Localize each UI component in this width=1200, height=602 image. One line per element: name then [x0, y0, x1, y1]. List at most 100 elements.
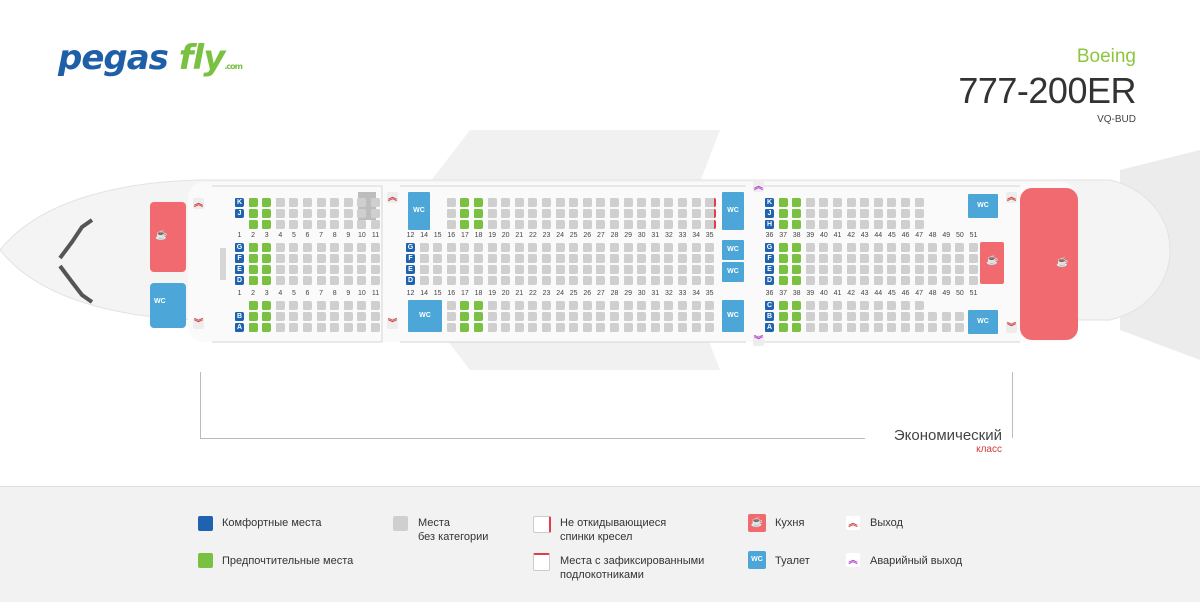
seat[interactable] [901, 323, 910, 332]
seat[interactable] [819, 276, 829, 285]
seat[interactable] [542, 220, 551, 229]
seat[interactable] [446, 323, 456, 332]
seat[interactable] [596, 276, 606, 285]
seat[interactable] [887, 220, 897, 229]
seat[interactable] [343, 301, 353, 310]
seat[interactable] [446, 243, 456, 252]
seat[interactable] [610, 265, 619, 274]
seat[interactable] [914, 243, 924, 252]
seat[interactable] [705, 209, 717, 218]
seat[interactable] [860, 276, 870, 285]
seat[interactable] [914, 301, 924, 310]
seat[interactable] [873, 243, 883, 252]
seat[interactable] [487, 209, 497, 218]
seat[interactable] [650, 301, 660, 310]
seat[interactable] [528, 265, 538, 274]
seat[interactable] [805, 265, 815, 274]
seat[interactable] [419, 243, 429, 252]
seat[interactable] [569, 243, 579, 252]
seat[interactable] [596, 198, 606, 207]
seat[interactable] [248, 198, 258, 207]
seat[interactable] [371, 243, 380, 252]
seat[interactable] [371, 312, 380, 321]
seat[interactable] [691, 265, 701, 274]
seat[interactable] [691, 323, 701, 332]
seat[interactable] [778, 323, 788, 332]
seat[interactable] [901, 301, 910, 310]
seat[interactable] [357, 209, 367, 218]
seat[interactable] [610, 312, 619, 321]
seat[interactable] [303, 276, 312, 285]
seat[interactable] [650, 254, 660, 263]
seat[interactable] [343, 243, 353, 252]
seat[interactable] [330, 265, 340, 274]
seat[interactable] [330, 254, 340, 263]
seat[interactable] [343, 209, 353, 218]
seat[interactable] [460, 243, 470, 252]
seat[interactable] [914, 312, 924, 321]
seat[interactable] [705, 323, 715, 332]
seat[interactable] [846, 276, 856, 285]
seat[interactable] [474, 265, 483, 274]
seat[interactable] [664, 312, 674, 321]
seat[interactable] [514, 276, 524, 285]
seat[interactable] [792, 198, 802, 207]
seat[interactable] [289, 323, 299, 332]
seat[interactable] [542, 265, 551, 274]
seat[interactable] [262, 312, 272, 321]
seat[interactable] [901, 220, 910, 229]
seat[interactable] [487, 323, 497, 332]
seat[interactable] [678, 301, 687, 310]
seat[interactable] [873, 301, 883, 310]
seat[interactable] [941, 312, 951, 321]
seat[interactable] [860, 198, 870, 207]
seat[interactable] [678, 312, 687, 321]
seat[interactable] [528, 312, 538, 321]
seat[interactable] [433, 276, 443, 285]
seat[interactable] [357, 312, 367, 321]
seat[interactable] [357, 220, 367, 229]
seat[interactable] [623, 323, 633, 332]
seat[interactable] [487, 312, 497, 321]
seat[interactable] [610, 301, 619, 310]
seat[interactable] [860, 301, 870, 310]
seat-a[interactable]: A [235, 323, 244, 332]
seat-c[interactable]: C [765, 301, 774, 310]
seat[interactable] [555, 209, 565, 218]
seat[interactable] [528, 301, 538, 310]
seat[interactable] [275, 265, 285, 274]
seat[interactable] [501, 254, 511, 263]
seat[interactable] [289, 209, 299, 218]
seat[interactable] [528, 209, 538, 218]
seat[interactable] [289, 243, 299, 252]
seat[interactable] [514, 198, 524, 207]
seat[interactable] [887, 301, 897, 310]
seat[interactable] [778, 276, 788, 285]
seat-e[interactable]: E [235, 265, 244, 274]
seat[interactable] [901, 254, 910, 263]
seat[interactable] [514, 220, 524, 229]
seat[interactable] [637, 265, 647, 274]
seat[interactable] [569, 254, 579, 263]
seat[interactable] [833, 265, 842, 274]
seat[interactable] [819, 209, 829, 218]
seat[interactable] [678, 265, 687, 274]
seat[interactable] [969, 276, 978, 285]
seat[interactable] [582, 243, 592, 252]
seat[interactable] [691, 254, 701, 263]
seat[interactable] [805, 198, 815, 207]
seat[interactable] [833, 209, 842, 218]
seat[interactable] [303, 301, 312, 310]
seat-g[interactable]: G [765, 243, 774, 252]
seat[interactable] [582, 323, 592, 332]
seat[interactable] [792, 254, 802, 263]
seat[interactable] [582, 312, 592, 321]
seat[interactable] [330, 243, 340, 252]
seat[interactable] [248, 220, 258, 229]
seat[interactable] [555, 265, 565, 274]
seat[interactable] [846, 323, 856, 332]
seat[interactable] [542, 254, 551, 263]
seat[interactable] [262, 220, 272, 229]
seat[interactable] [778, 265, 788, 274]
seat[interactable] [833, 220, 842, 229]
